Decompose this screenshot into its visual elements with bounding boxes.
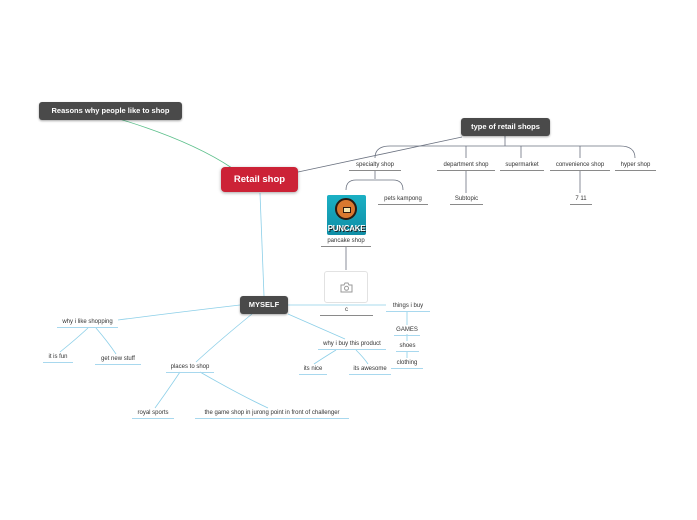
its-awesome[interactable]: its awesome [349, 364, 391, 375]
things-i-buy[interactable]: things i buy [386, 301, 430, 312]
specialty-pets-kampong[interactable]: pets kampong [378, 194, 428, 205]
pancake-icon [335, 198, 357, 220]
department-subtopic[interactable]: Subtopic [450, 194, 483, 205]
link-specialty-children [345, 171, 404, 191]
why-like-shopping[interactable]: why i like shopping [57, 317, 118, 328]
link-types-bus [374, 136, 636, 159]
types-topic[interactable]: type of retail shops [461, 118, 550, 136]
type-specialty-shop[interactable]: specialty shop [349, 160, 401, 171]
it-is-fun[interactable]: it is fun [43, 352, 73, 363]
places-to-shop[interactable]: places to shop [166, 362, 214, 373]
link-root-myself [259, 192, 265, 297]
link-myself-why-shopping [117, 304, 241, 321]
root-topic[interactable]: Retail shop [221, 167, 298, 192]
pancake-child-label[interactable]: c [320, 305, 373, 316]
place-game-shop[interactable]: the game shop in jurong point in front o… [195, 408, 349, 419]
type-hyper-shop[interactable]: hyper shop [615, 160, 656, 171]
myself-topic[interactable]: MYSELF [240, 296, 288, 314]
logo-brand-text: PUNCAKE [327, 224, 366, 233]
link-why-buy-children [313, 349, 369, 365]
link-places-children [154, 371, 269, 409]
link-myself-places [195, 313, 253, 363]
link-root-types [297, 136, 463, 173]
convenience-711[interactable]: 7 11 [570, 194, 592, 205]
get-new-stuff[interactable]: get new stuff [95, 354, 141, 365]
link-root-reasons [115, 117, 233, 169]
thing-shoes[interactable]: shoes [396, 341, 419, 352]
why-buy-product[interactable]: why i buy this product [318, 339, 386, 350]
image-placeholder[interactable] [324, 271, 368, 303]
thing-clothing[interactable]: clothing [391, 358, 423, 369]
place-royal-sports[interactable]: royal sports [132, 408, 174, 419]
type-convenience-shop[interactable]: convenience shop [550, 160, 610, 171]
pancake-logo-icon: PUNCAKE [327, 195, 366, 235]
camera-icon [340, 282, 353, 293]
thing-games[interactable]: GAMES [394, 325, 420, 336]
type-department-shop[interactable]: department shop [437, 160, 495, 171]
its-nice[interactable]: its nice [299, 364, 327, 375]
reasons-topic[interactable]: Reasons why people like to shop [39, 102, 182, 120]
link-myself-why-buy [287, 313, 346, 340]
link-why-shopping-children [59, 327, 117, 355]
specialty-pancake-shop[interactable]: pancake shop [321, 236, 371, 247]
type-supermarket[interactable]: supermarket [500, 160, 544, 171]
